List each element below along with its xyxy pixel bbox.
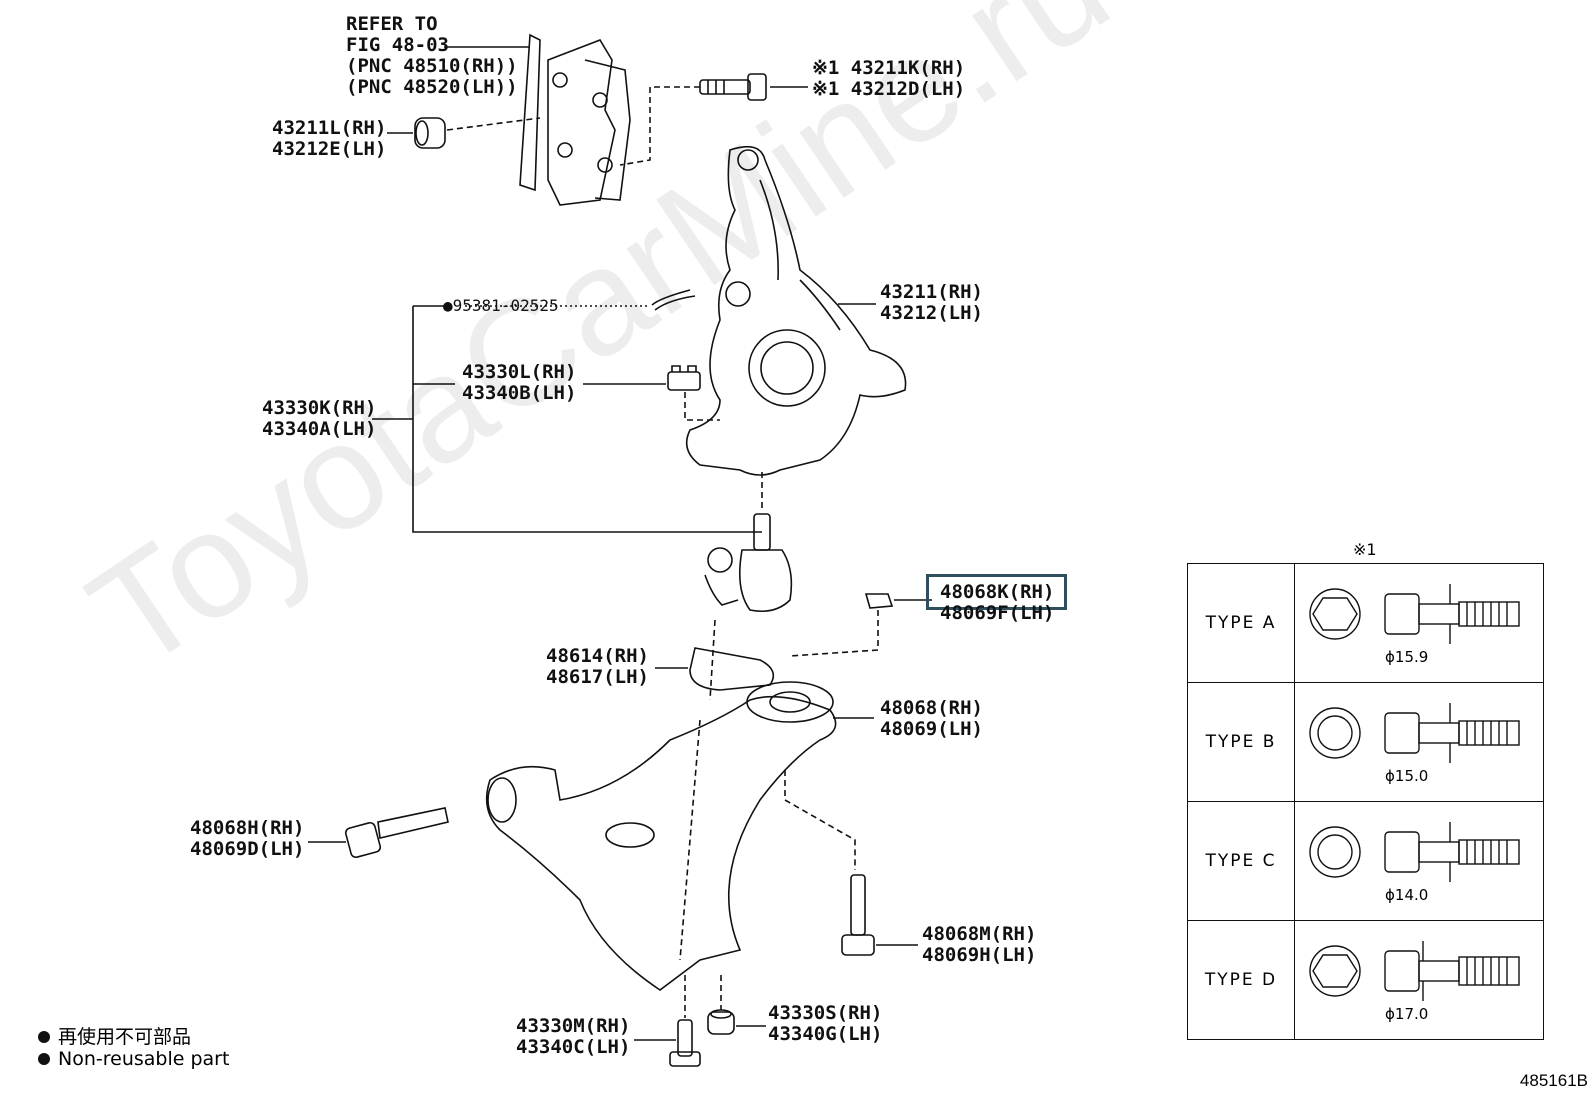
type-diameter: ϕ15.0	[1385, 767, 1429, 785]
non-reusable-dot-icon	[38, 1031, 50, 1043]
legend-jp: 再使用不可部品	[38, 1022, 191, 1049]
label-lower-nut[interactable]: 43330S(RH) 43340G(LH)	[768, 1002, 883, 1045]
highlight-box	[926, 574, 1067, 610]
caliper-reference	[519, 33, 631, 206]
dash-hub-bolt	[619, 86, 700, 166]
label-plate[interactable]: 48614(RH) 48617(LH)	[546, 645, 649, 688]
type-diameter: ϕ15.9	[1385, 648, 1429, 666]
dash-lower-arm-left	[679, 619, 716, 961]
hub-bolt-icon	[1309, 584, 1520, 644]
bushing	[414, 117, 446, 149]
castle-nut	[667, 365, 701, 391]
ball-joint	[704, 513, 793, 613]
hub-bolt-icon	[1309, 822, 1520, 882]
type-name: TYPE B	[1187, 682, 1295, 802]
table-row: TYPE B ϕ15.0	[1187, 682, 1544, 802]
label-knuckle[interactable]: 43211(RH) 43212(LH)	[880, 281, 983, 324]
type-figure: ϕ15.0	[1294, 682, 1544, 802]
hub-bolt	[699, 73, 767, 101]
label-hub-bolt[interactable]: ※1 43211K(RH) ※1 43212D(LH)	[812, 57, 966, 100]
ball-joint-nut	[864, 593, 894, 609]
table-row: TYPE C ϕ14.0	[1187, 801, 1544, 921]
type-name: TYPE D	[1187, 920, 1295, 1040]
label-ball-joint-nut[interactable]: 48068K(RH) 48069F(LH)	[940, 581, 1055, 624]
label-rear-bolt[interactable]: 48068M(RH) 48069H(LH)	[922, 923, 1037, 966]
type-diameter: ϕ14.0	[1385, 886, 1429, 904]
figure-number: 485161B	[1519, 1071, 1588, 1090]
dash-bushing	[446, 117, 541, 131]
label-lower-bolt[interactable]: 43330M(RH) 43340C(LH)	[516, 1015, 631, 1058]
lower-bolt	[669, 1019, 701, 1067]
rear-bolt	[841, 874, 875, 956]
plate	[689, 647, 775, 691]
hub-bolt-icon	[1309, 941, 1520, 1001]
type-figure: ϕ14.0	[1294, 801, 1544, 921]
type-name: TYPE C	[1187, 801, 1295, 921]
table-row: TYPE A ϕ15.9	[1187, 563, 1544, 683]
type-name: TYPE A	[1187, 563, 1295, 683]
type-figure: ϕ15.9	[1294, 563, 1544, 683]
label-front-bolt[interactable]: 48068H(RH) 48069D(LH)	[190, 817, 305, 860]
label-lower-arm[interactable]: 48068(RH) 48069(LH)	[880, 697, 983, 740]
hub-bolt-type-table: TYPE A ϕ15.9 TYPE B	[1187, 563, 1544, 1040]
label-bushing[interactable]: 43211L(RH) 43212E(LH)	[272, 117, 387, 160]
table-note: ※1	[1353, 540, 1377, 559]
legend-en: Non-reusable part	[38, 1048, 229, 1070]
non-reusable-dot-icon: ●	[443, 296, 453, 315]
lower-control-arm	[485, 681, 837, 991]
cotter-pin	[651, 289, 696, 311]
dash-castle-nut	[684, 392, 720, 421]
steering-knuckle	[685, 145, 907, 476]
front-bolt	[344, 807, 449, 859]
lower-nut	[707, 1009, 735, 1035]
label-refer: REFER TO FIG 48-03 (PNC 48510(RH)) (PNC …	[346, 13, 518, 98]
label-cotter-pin[interactable]: ●95381-02525	[443, 296, 559, 315]
type-figure: ϕ17.0	[1294, 920, 1544, 1040]
label-castle-nut[interactable]: 43330L(RH) 43340B(LH)	[462, 361, 577, 404]
dash-lower-arm-right	[784, 770, 856, 870]
non-reusable-dot-icon	[38, 1053, 50, 1065]
hub-bolt-icon	[1309, 703, 1520, 763]
label-ball-joint-assy[interactable]: 43330K(RH) 43340A(LH)	[262, 397, 377, 440]
table-row: TYPE D ϕ17.0	[1187, 920, 1544, 1040]
dash-ball-joint-nut	[789, 610, 879, 657]
assembly-bracket-line	[412, 306, 762, 533]
type-diameter: ϕ17.0	[1385, 1005, 1429, 1023]
